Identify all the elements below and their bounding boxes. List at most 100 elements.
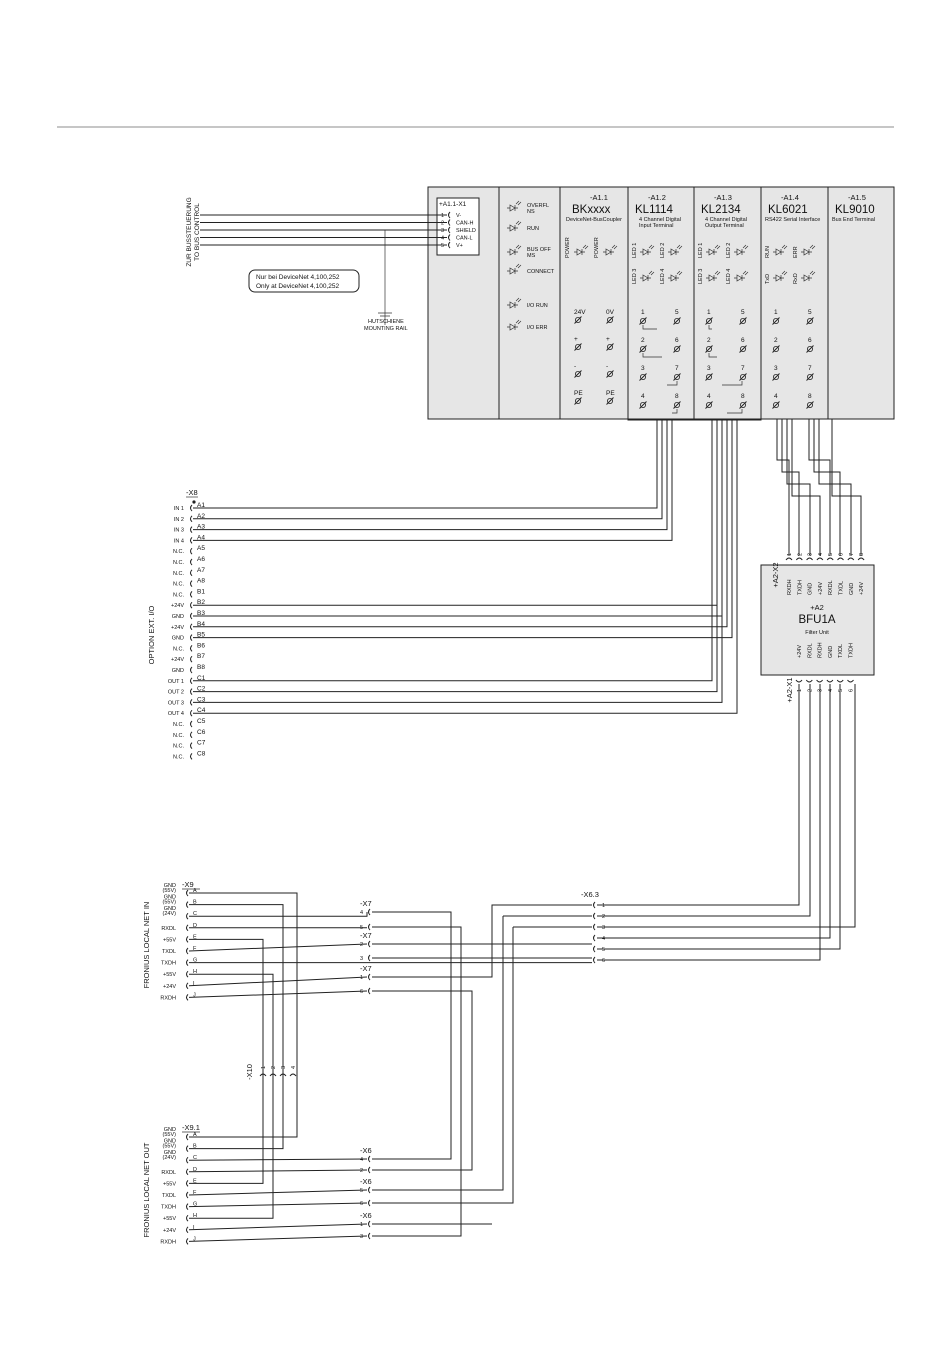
x8-pin-socket: [190, 623, 193, 631]
x8-pin-socket: [190, 699, 193, 706]
filter-x2-label: +24V: [859, 582, 865, 595]
kl2134-pin-terminal-slash: [739, 373, 747, 381]
status-led-sublabel: NS: [527, 209, 535, 215]
filter-x1-socket: [795, 679, 803, 683]
x63-pin-socket: [593, 956, 596, 964]
x63-filter-wire: [597, 684, 856, 928]
coupler-pin-terminal: [575, 397, 582, 404]
coupler-pin-terminal: [575, 316, 582, 323]
x7-pin-socket: [368, 908, 371, 916]
x8-pin-label: B7: [197, 653, 205, 660]
kl1114-pin-terminal-slash: [639, 317, 647, 325]
module-desc: Bus End Terminal: [832, 217, 875, 223]
kl6021-pin-terminal: [773, 401, 780, 408]
x8-wire: [193, 419, 718, 606]
x10-pin-number: 2: [271, 1066, 277, 1069]
terminal-stub: [722, 381, 743, 386]
coupler-pin-label: +: [606, 336, 610, 343]
x9-signal-label: RXDL: [161, 926, 176, 932]
x8-signal-label: OUT 1: [168, 679, 184, 685]
filter-x1-label: TXDH: [849, 643, 855, 658]
kl6021-pin-terminal-slash: [806, 373, 814, 381]
x8-pin-socket: [190, 731, 193, 739]
coupler-pin-terminal: [607, 370, 614, 377]
x8-signal-label: N.C.: [173, 722, 184, 728]
x8-pin-label: B2: [197, 599, 205, 606]
kl6021-pin-number: 1: [774, 309, 778, 316]
x8-signal-label: N.C.: [173, 754, 184, 760]
filter-x2-label: TXDL: [839, 581, 845, 595]
x8-signal-label: +24V: [171, 657, 184, 663]
x91-pin-label: B: [193, 1144, 197, 1150]
module-name: KL6021: [768, 204, 808, 216]
x10-pin-number: 1: [261, 1066, 267, 1069]
terminal-stub: [667, 381, 678, 386]
x63-filter-wire: [597, 684, 841, 950]
x8-pin-socket: [190, 720, 193, 728]
x63-x6-wire: [372, 926, 592, 1204]
filter-x2-pin: 3: [808, 553, 814, 556]
x8-pin-label: A4: [197, 534, 205, 541]
x8-pin-label: B1: [197, 588, 205, 595]
power-led-label: POWER: [594, 237, 600, 258]
kl1114-pin-terminal-slash: [673, 373, 681, 381]
x63-pin-number: 2: [602, 914, 605, 920]
x6-tag: -X6: [360, 1146, 372, 1155]
status-led-icon: [507, 220, 522, 232]
x9-pin-label: I: [193, 981, 195, 987]
x8-wire: [193, 419, 663, 520]
kl6021-pin-terminal: [807, 373, 814, 380]
x91-wire: [188, 1158, 368, 1161]
kl2134-pin-number: 2: [707, 337, 711, 344]
filter-x2-socket: [816, 557, 824, 561]
filter-x1-socket: [805, 679, 813, 683]
x91-tag: -X9.1: [182, 1123, 200, 1132]
x91-pin-label: E: [193, 1178, 197, 1184]
x63-filter-wire: [597, 684, 831, 939]
x8-pin-label: A6: [197, 556, 205, 563]
x9-side-label: FRONIUS LOCAL NET IN: [142, 902, 151, 989]
x8-pin-socket: [190, 742, 193, 749]
x7-pin-number: 4: [360, 910, 363, 916]
devicenet-note: Nur bei DeviceNet 4,100,252: [256, 274, 340, 281]
kl6021-wire: [786, 419, 811, 556]
x63-x6-wire: [372, 915, 592, 1191]
terminal-stub: [727, 409, 743, 414]
filter-x1-label: GND: [828, 646, 834, 658]
x8-pin-marker: [192, 500, 196, 504]
x9-pin-label: A: [193, 888, 197, 894]
kl2134-pin-terminal: [740, 401, 747, 408]
channel-led-icon: [801, 270, 816, 282]
x8-pin-label: C5: [197, 718, 206, 725]
channel-led-label: LED 2: [660, 243, 666, 258]
x7-tag: -X7: [360, 899, 372, 908]
coupler-pin-label: +: [574, 336, 578, 343]
x8-signal-label: N.C.: [173, 733, 184, 739]
x9-pin-label: H: [193, 969, 197, 975]
kl1114-pin-terminal-slash: [673, 345, 681, 353]
filter-x2-socket: [795, 557, 803, 561]
power-led-icon: [574, 244, 589, 256]
x8-pin-label: A7: [197, 567, 205, 574]
x1-pin-label: CAN-H: [456, 221, 473, 227]
kl1114-pin-terminal: [674, 317, 681, 324]
x8-pin-socket: [190, 504, 193, 512]
x91-side-label: FRONIUS LOCAL NET OUT: [142, 1142, 151, 1237]
module-desc: RS422 Serial Interface: [765, 217, 820, 223]
x91-pin-socket: [186, 1133, 189, 1141]
status-led-label: BUS OFF: [527, 247, 551, 253]
x8-wire: [193, 419, 738, 714]
x6-pin-number: 2: [360, 1168, 363, 1174]
x91-signal-label: GND: [164, 1139, 176, 1145]
x63-tag: -X6.3: [581, 890, 599, 899]
kl6021-pin-number: 3: [774, 365, 778, 372]
x8-wire: [193, 419, 718, 693]
x9-signal-label: (55V): [163, 900, 177, 906]
x9-pin-label: J: [193, 992, 196, 998]
kl1114-pin-terminal: [640, 373, 647, 380]
kl6021-wire: [781, 419, 800, 556]
x9-signal-label: (55V): [163, 888, 177, 894]
x7-pin-number: 1: [360, 975, 363, 981]
kl2134-pin-terminal-slash: [705, 373, 713, 381]
